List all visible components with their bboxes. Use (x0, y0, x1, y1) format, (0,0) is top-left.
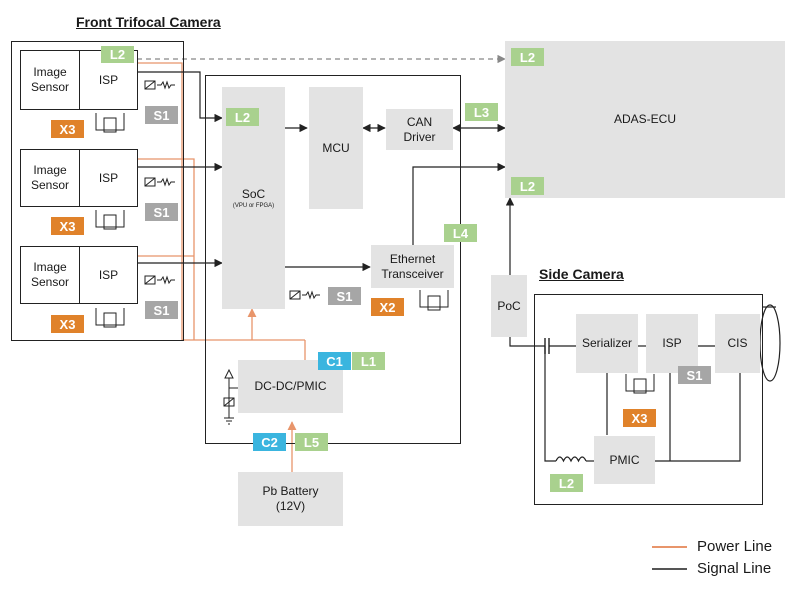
badge-l2-side: L2 (550, 474, 583, 492)
adas-ecu-block: ADAS-ECU (505, 41, 785, 198)
side-isp-block: ISP (646, 314, 698, 373)
badge-s1-side: S1 (678, 366, 711, 384)
can-driver-block: CAN Driver (386, 109, 453, 150)
badge-l2-adas-bottom: L2 (511, 177, 544, 195)
lens-icon (759, 304, 781, 382)
signal-lines (137, 54, 741, 462)
badge-l2-adas-top: L2 (511, 48, 544, 66)
front-camera-frame (11, 41, 184, 341)
badge-s1-soc: S1 (328, 287, 361, 305)
soc-label: SoC (241, 186, 266, 201)
badge-x3-front-3: X3 (51, 315, 84, 333)
badge-l1: L1 (352, 352, 385, 370)
badge-c2: C2 (253, 433, 286, 451)
ecu-board-frame (205, 75, 461, 444)
image-sensor-1: Image Sensor (20, 50, 80, 110)
isp-3: ISP (79, 246, 138, 304)
badge-l4: L4 (444, 224, 477, 242)
front-camera-title: Front Trifocal Camera (76, 14, 221, 30)
cis-block: CIS (715, 314, 760, 373)
badge-l5: L5 (295, 433, 328, 451)
inductor-icon (555, 456, 587, 463)
power-lines (137, 62, 306, 472)
side-camera-frame (534, 294, 763, 505)
poc-block: PoC (491, 275, 527, 337)
badge-x3-front-1: X3 (51, 120, 84, 138)
badge-x3-side: X3 (623, 409, 656, 427)
badge-x2: X2 (371, 298, 404, 316)
badge-s1-front-3: S1 (145, 301, 178, 319)
badge-l2-front-camera: L2 (101, 46, 134, 63)
legend-signal-label: Signal Line (697, 560, 772, 577)
image-sensor-3: Image Sensor (20, 246, 80, 304)
side-camera-title: Side Camera (539, 266, 624, 282)
side-pmic-block: PMIC (594, 436, 655, 484)
legend-power-label: Power Line (697, 538, 773, 555)
ethernet-transceiver-block: Ethernet Transceiver (371, 245, 454, 288)
image-sensor-2: Image Sensor (20, 149, 80, 207)
isp-2: ISP (79, 149, 138, 207)
badge-s1-front-2: S1 (145, 203, 178, 221)
badge-s1-front-1: S1 (145, 106, 178, 124)
badge-l2-soc: L2 (226, 108, 259, 126)
badge-x3-front-2: X3 (51, 217, 84, 235)
soc-sublabel: (VPU or FPGA) (232, 202, 275, 209)
protection-symbols (95, 80, 655, 425)
mcu-block: MCU (309, 87, 363, 209)
badge-c1: C1 (318, 352, 351, 370)
serializer-block: Serializer (576, 314, 638, 373)
badge-l3: L3 (465, 103, 498, 121)
battery-block: Pb Battery (12V) (238, 472, 343, 526)
